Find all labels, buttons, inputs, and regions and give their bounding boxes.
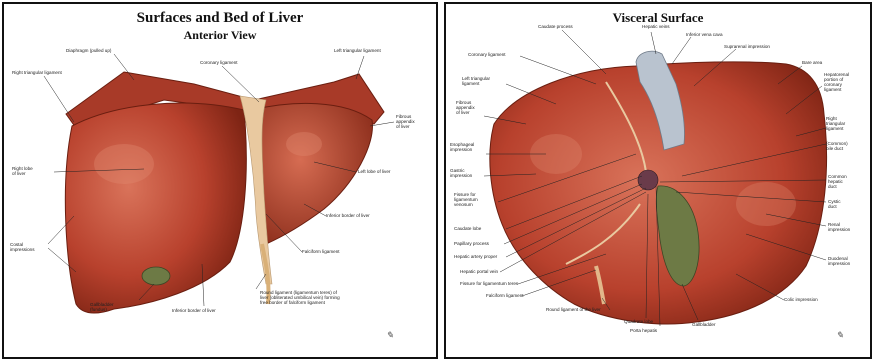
- label-right-triangular-visceral: Right triangular ligament: [826, 116, 845, 131]
- artist-signature-left: ✎: [386, 330, 394, 341]
- liver-anterior-illustration: [4, 4, 436, 357]
- label-cystic-duct: Cystic duct: [828, 199, 841, 209]
- label-duodenal-impression: Duodenal impression: [828, 256, 850, 266]
- label-diaphragm: Diaphragm (pulled up): [66, 48, 111, 53]
- label-fissure-ligamentum-teres: Fissure for ligamentum teres: [460, 281, 518, 286]
- label-right-triangular-ligament: Right triangular ligament: [12, 70, 62, 75]
- artist-signature-right: ✎: [836, 330, 844, 341]
- label-coronary-ligament-visceral: Coronary ligament: [468, 52, 506, 57]
- label-falciform-ligament: Falciform ligament: [302, 249, 340, 254]
- label-gastric-impression: Gastric impression: [450, 168, 472, 178]
- label-round-ligament-visceral: Round ligament of the liver: [546, 307, 601, 312]
- label-gallbladder-fundus: Gallbladder (fundus): [90, 302, 114, 312]
- left-lobe-shape: [252, 103, 372, 244]
- gallbladder-fundus-shape: [142, 267, 170, 285]
- label-bare-area: Bare area: [802, 60, 822, 65]
- label-gallbladder-visceral: Gallbladder: [692, 322, 716, 327]
- label-fibrous-appendix-visceral: Fibrous appendix of liver: [456, 100, 475, 115]
- label-hepatic-veins: Hepatic veins: [642, 24, 670, 29]
- label-right-lobe: Right lobe of liver: [12, 166, 33, 176]
- label-falciform-visceral: Falciform ligament: [486, 293, 524, 298]
- label-esophageal-impression: Esophageal impression: [450, 142, 474, 152]
- label-quadrate-lobe: Quadrate lobe: [624, 319, 653, 324]
- label-caudate-process: Caudate process: [538, 24, 573, 29]
- label-colic-impression: Colic impression: [784, 297, 818, 302]
- label-fibrous-appendix: Fibrous appendix of liver: [396, 114, 415, 129]
- porta-hepatis-shape: [638, 170, 658, 190]
- label-hepatic-artery: Hepatic artery proper: [454, 254, 497, 259]
- label-coronary-ligament: Coronary ligament: [200, 60, 238, 65]
- label-left-lobe: Left lobe of liver: [358, 169, 390, 174]
- liver-visceral-illustration: [446, 4, 870, 357]
- label-left-triangular-visceral: Left triangular ligament: [462, 76, 490, 86]
- label-papillary-process: Papillary process: [454, 241, 489, 246]
- label-round-ligament: Round ligament (ligamentum teres) of liv…: [260, 290, 340, 305]
- label-common-hepatic-duct: Common hepatic duct: [828, 174, 847, 189]
- label-suprarenal-impression: Suprarenal impression: [724, 44, 770, 49]
- label-hepatorenal-coronary: Hepatorenal portion of coronary ligament: [824, 72, 849, 92]
- label-hepatic-portal-vein: Hepatic portal vein: [460, 269, 498, 274]
- label-fissure-ligamentum-venosum: Fissure for ligamentum venosum: [454, 192, 478, 207]
- label-porta-hepatis: Porta hepatis: [630, 328, 657, 333]
- label-caudate-lobe: Caudate lobe: [454, 226, 481, 231]
- label-renal-impression: Renal impression: [828, 222, 850, 232]
- label-common-bile-duct: (Common) bile duct: [826, 141, 848, 151]
- label-inferior-border-bottom: Inferior border of liver: [172, 308, 216, 313]
- label-left-triangular-ligament: Left triangular ligament: [334, 48, 381, 53]
- label-inferior-vena-cava: Inferior vena cava: [686, 32, 723, 37]
- label-inferior-border-right: Inferior border of liver: [326, 213, 370, 218]
- visceral-surface-panel: Visceral Surface: [444, 2, 872, 359]
- anterior-view-panel: Surfaces and Bed of Liver Anterior View: [2, 2, 438, 359]
- label-costal-impressions: Costal impressions: [10, 242, 35, 252]
